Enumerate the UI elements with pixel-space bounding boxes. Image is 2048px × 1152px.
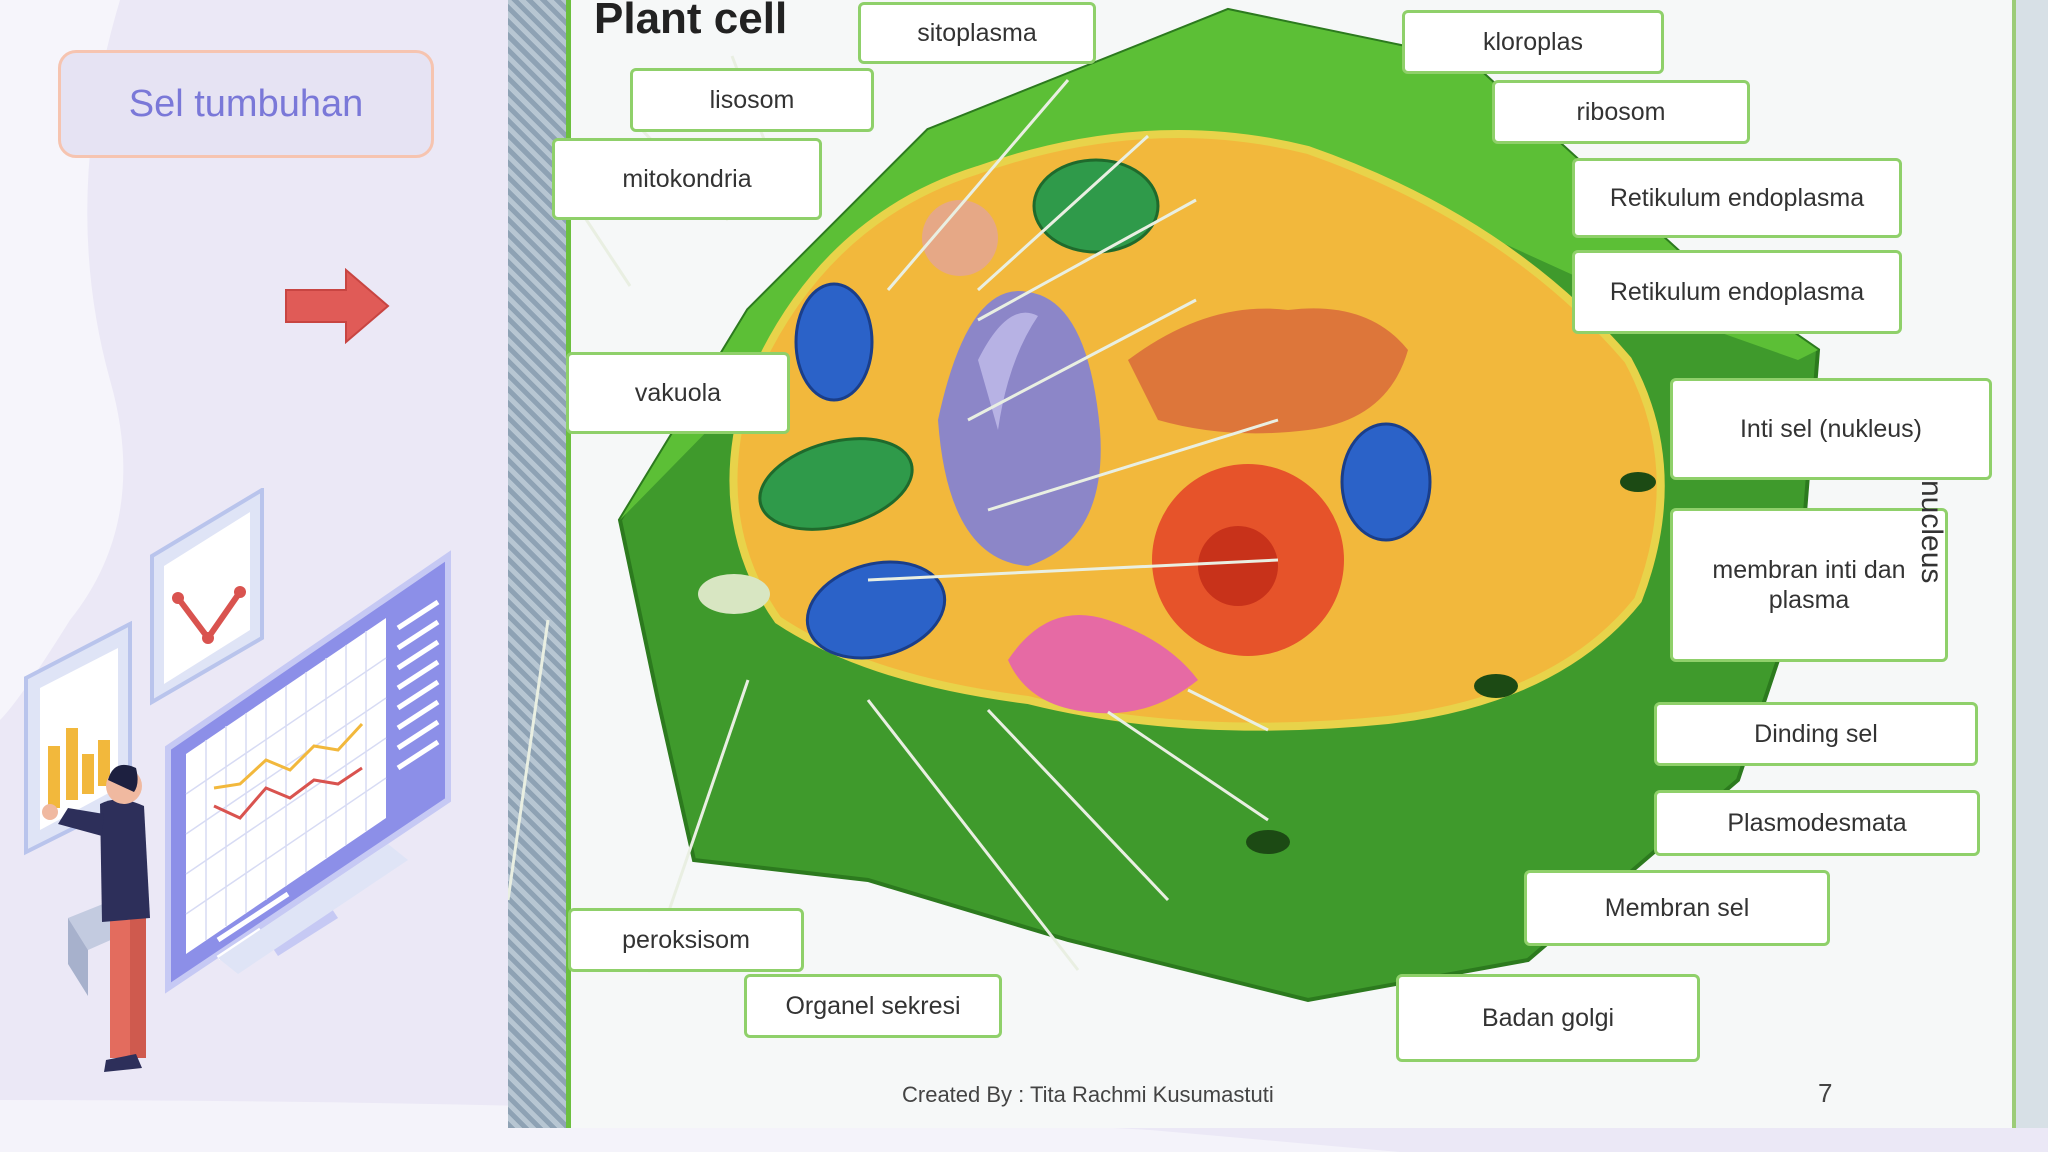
slide-title-box: Sel tumbuhan [58,50,434,158]
plant-cell-diagram: Plant cell sitoplasma lisosom mitokondri… [508,0,2048,1128]
label-plasmodesmata: Plasmodesmata [1654,790,1980,856]
right-arrow-icon [285,268,390,344]
diagram-heading: Plant cell [594,0,788,43]
analyst-with-charts-illustration [24,488,451,1072]
footer-credit: Created By : Tita Rachmi Kusumastuti [902,1082,1274,1107]
side-nucleus-text: nucleus [1915,480,1948,584]
label-membran-inti-dan-plasma: membran inti dan plasma [1670,508,1948,662]
right-green-rule [2012,0,2016,1128]
label-inti-sel: Inti sel (nukleus) [1670,378,1992,480]
slide-title: Sel tumbuhan [128,82,364,125]
label-membran-sel: Membran sel [1524,870,1830,946]
label-retikulum-endoplasma-1: Retikulum endoplasma [1572,158,1902,238]
left-green-rule [566,0,571,1128]
label-lisosom: lisosom [630,68,874,132]
label-mitokondria: mitokondria [552,138,822,220]
right-grey-strip [2016,0,2048,1128]
label-vakuola: vakuola [566,352,790,434]
label-organel-sekresi: Organel sekresi [744,974,1002,1038]
label-badan-golgi: Badan golgi [1396,974,1700,1062]
label-peroksisom: peroksisom [568,908,804,972]
page-number: 7 [1818,1078,1833,1108]
label-ribosom: ribosom [1492,80,1750,144]
label-sitoplasma: sitoplasma [858,2,1096,64]
label-retikulum-endoplasma-2: Retikulum endoplasma [1572,250,1902,334]
label-kloroplas: kloroplas [1402,10,1664,74]
label-dinding-sel: Dinding sel [1654,702,1978,766]
